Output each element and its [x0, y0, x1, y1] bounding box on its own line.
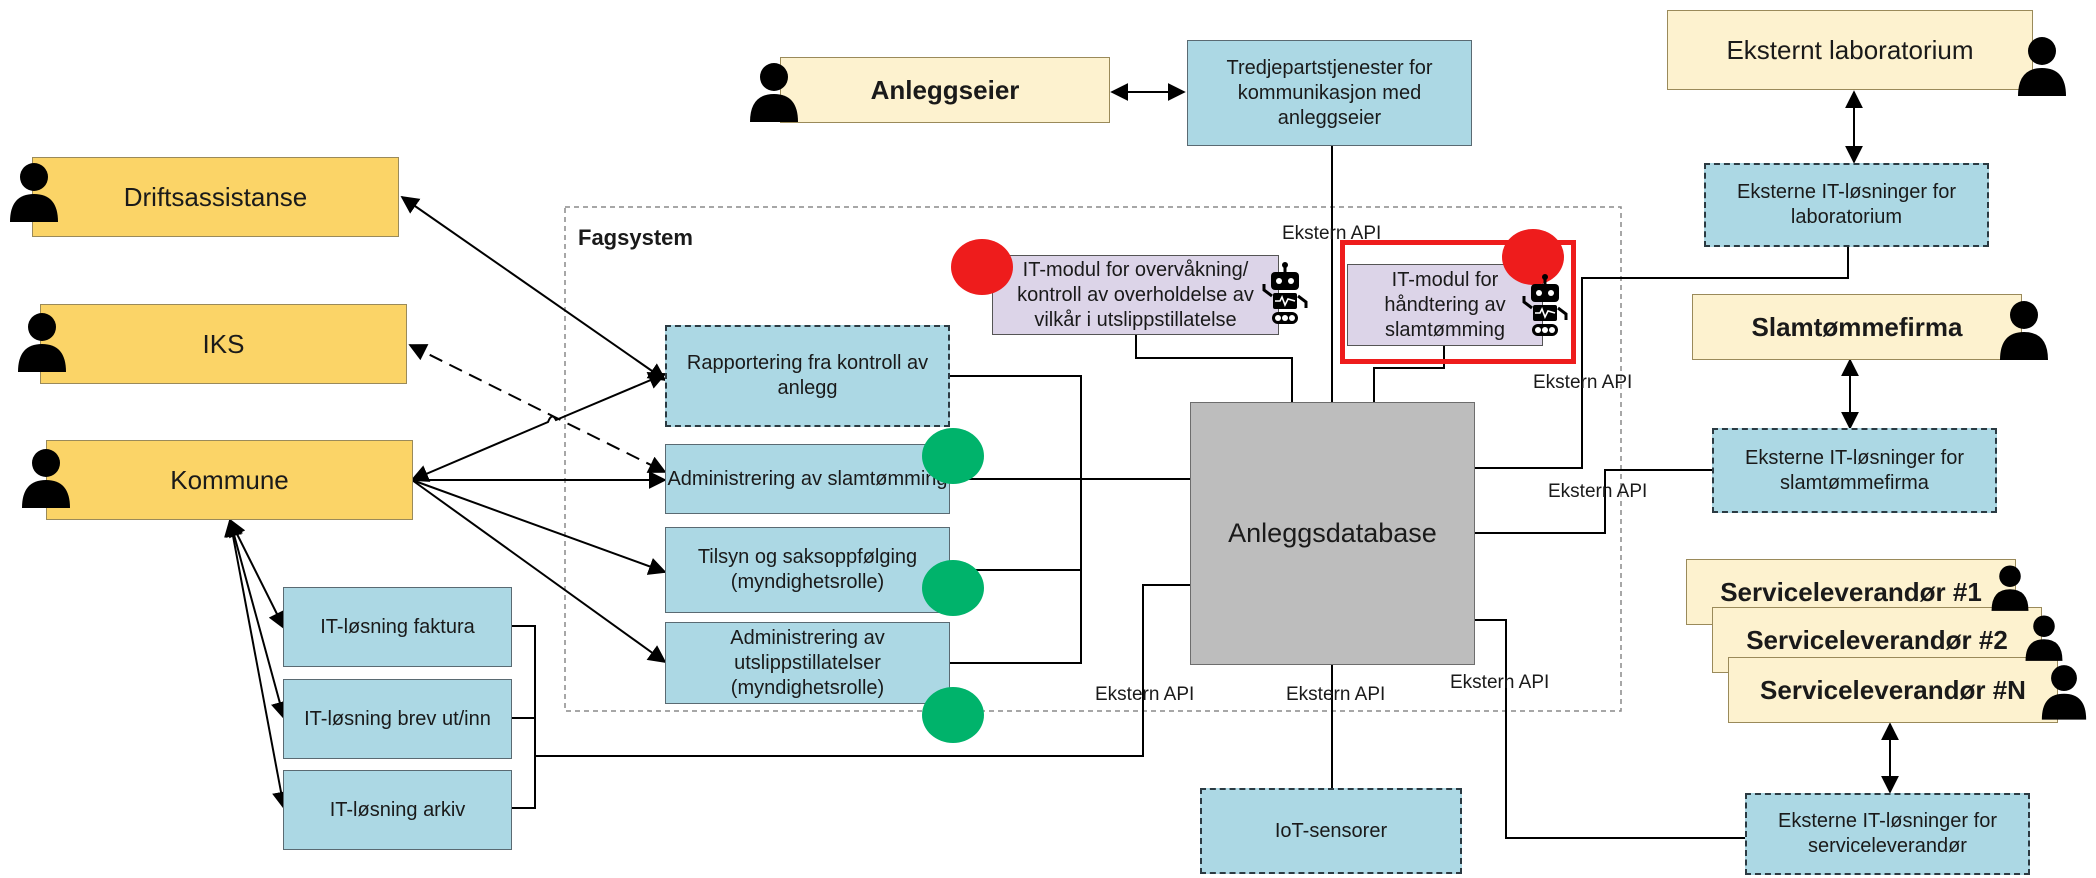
- person-icon: [2041, 665, 2087, 720]
- actor-anleggseier[interactable]: Anleggseier: [780, 57, 1110, 123]
- actor-driftsassistanse[interactable]: Driftsassistanse: [32, 157, 399, 237]
- module-handtering-slamtomming[interactable]: IT-modul for håndtering av slamtømming: [1347, 264, 1543, 346]
- api-label: Ekstern API: [1286, 684, 1386, 705]
- person-icon: [2025, 615, 2063, 661]
- status-dot-red: [1502, 229, 1564, 285]
- system-iot-sensorer[interactable]: IoT-sensorer: [1200, 788, 1462, 874]
- system-tredjepartstjenester[interactable]: Tredjepartstjenester for kommunikasjon m…: [1187, 40, 1472, 146]
- robot-icon: [1262, 262, 1308, 324]
- system-ekstern-laboratorium[interactable]: Eksterne IT-løsninger for laboratorium: [1704, 163, 1989, 247]
- api-label: Ekstern API: [1533, 372, 1633, 393]
- anleggsdatabase[interactable]: Anleggsdatabase: [1190, 402, 1475, 665]
- status-dot-green: [922, 560, 984, 616]
- api-label: Ekstern API: [1450, 672, 1550, 693]
- system-arkiv[interactable]: IT-løsning arkiv: [283, 770, 512, 850]
- system-brev[interactable]: IT-løsning brev ut/inn: [283, 679, 512, 759]
- person-icon: [22, 449, 70, 508]
- person-icon: [1991, 565, 2029, 611]
- status-dot-red: [951, 239, 1013, 295]
- module-administrering-utslipp[interactable]: Administrering av utslippstillatelser (m…: [665, 622, 950, 704]
- person-icon: [750, 63, 798, 122]
- person-icon: [18, 313, 66, 372]
- actor-kommune[interactable]: Kommune: [46, 440, 413, 520]
- module-tilsyn[interactable]: Tilsyn og saksoppfølging (myndighetsroll…: [665, 527, 950, 613]
- robot-icon: [1522, 274, 1568, 336]
- module-rapportering[interactable]: Rapportering fra kontroll av anlegg: [665, 325, 950, 427]
- api-label: Ekstern API: [1282, 223, 1382, 244]
- actor-slamtommefirma[interactable]: Slamtømmefirma: [1692, 294, 2022, 360]
- actor-eksternt-laboratorium[interactable]: Eksternt laboratorium: [1667, 10, 2033, 90]
- actor-serviceleverandor-n[interactable]: Serviceleverandør #N: [1728, 657, 2058, 723]
- system-faktura[interactable]: IT-løsning faktura: [283, 587, 512, 667]
- status-dot-green: [922, 687, 984, 743]
- module-overvakning[interactable]: IT-modul for overvåkning/ kontroll av ov…: [992, 255, 1279, 335]
- highlight-frame: [1340, 240, 1576, 364]
- api-label: Ekstern API: [1548, 481, 1648, 502]
- api-label: Ekstern API: [1095, 684, 1195, 705]
- person-icon: [10, 163, 58, 222]
- system-ekstern-slamtommefirma[interactable]: Eksterne IT-løsninger for slamtømmefirma: [1712, 428, 1997, 513]
- module-administrering-slamtomming[interactable]: Administrering av slamtømming: [665, 444, 950, 514]
- status-dot-green: [922, 428, 984, 484]
- system-ekstern-serviceleverandor[interactable]: Eksterne IT-løsninger for serviceleveran…: [1745, 793, 2030, 875]
- actor-iks[interactable]: IKS: [40, 304, 407, 384]
- person-icon: [2000, 301, 2048, 360]
- person-icon: [2018, 37, 2066, 96]
- fagsystem-title: Fagsystem: [578, 225, 693, 250]
